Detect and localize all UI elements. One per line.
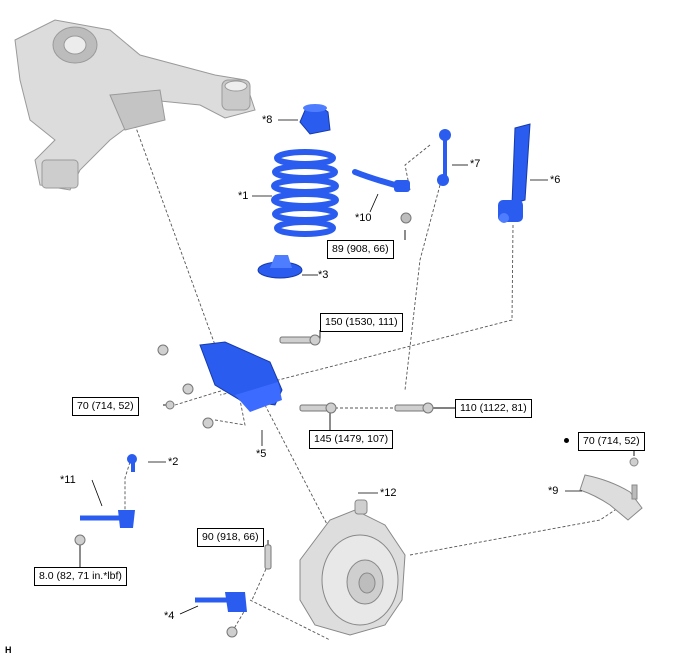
- torque-box-arm-bolt-upper: 150 (1530, 111): [320, 313, 403, 332]
- callout-6: *6: [550, 174, 561, 186]
- lower-link-part: [195, 544, 272, 638]
- torque-box-link-bolt: 90 (918, 66): [197, 528, 264, 547]
- torque-box-upper-arm-nut: 70 (714, 52): [578, 432, 645, 451]
- shock-absorber-part: [498, 123, 531, 223]
- bump-stopper-part: [299, 104, 331, 135]
- axle-hub-part: [299, 499, 406, 636]
- callout-1: *1: [238, 190, 249, 202]
- torque-box-stabilizer-nut: 89 (908, 66): [327, 240, 394, 259]
- subframe-illustration: [14, 19, 256, 191]
- callout-11: *11: [60, 474, 76, 486]
- callout-9: *9: [548, 485, 559, 497]
- stabilizer-link-2-part: [127, 454, 137, 472]
- bolts: [165, 334, 434, 414]
- torque-box-arm-nut: 70 (714, 52): [72, 397, 139, 416]
- lower-insulator-part: [257, 255, 303, 279]
- stabilizer-link-part: [437, 129, 451, 186]
- replace-part-bullet: [564, 438, 569, 443]
- callout-10: *10: [355, 212, 372, 224]
- callout-3: *3: [318, 269, 329, 281]
- stabilizer-bar-lower-part: [74, 510, 135, 546]
- callout-4: *4: [164, 610, 175, 622]
- lower-arm-part: [157, 341, 283, 429]
- torque-box-stabilizer-bushing: 8.0 (82, 71 in.*lbf): [34, 567, 127, 586]
- callout-5: *5: [256, 448, 267, 460]
- callout-12: *12: [380, 487, 397, 499]
- upper-arm-part: [579, 457, 643, 521]
- callout-2: *2: [168, 456, 179, 468]
- torque-box-arm-bolt-short: 145 (1479, 107): [309, 430, 394, 449]
- corner-mark: H: [5, 645, 12, 655]
- callout-7: *7: [470, 158, 481, 170]
- stabilizer-bar-part: [352, 169, 412, 224]
- torque-box-arm-bolt-long: 110 (1122, 81): [455, 399, 532, 418]
- callout-ticks: [91, 119, 582, 615]
- callout-8: *8: [262, 114, 273, 126]
- coil-spring-part: [271, 149, 339, 237]
